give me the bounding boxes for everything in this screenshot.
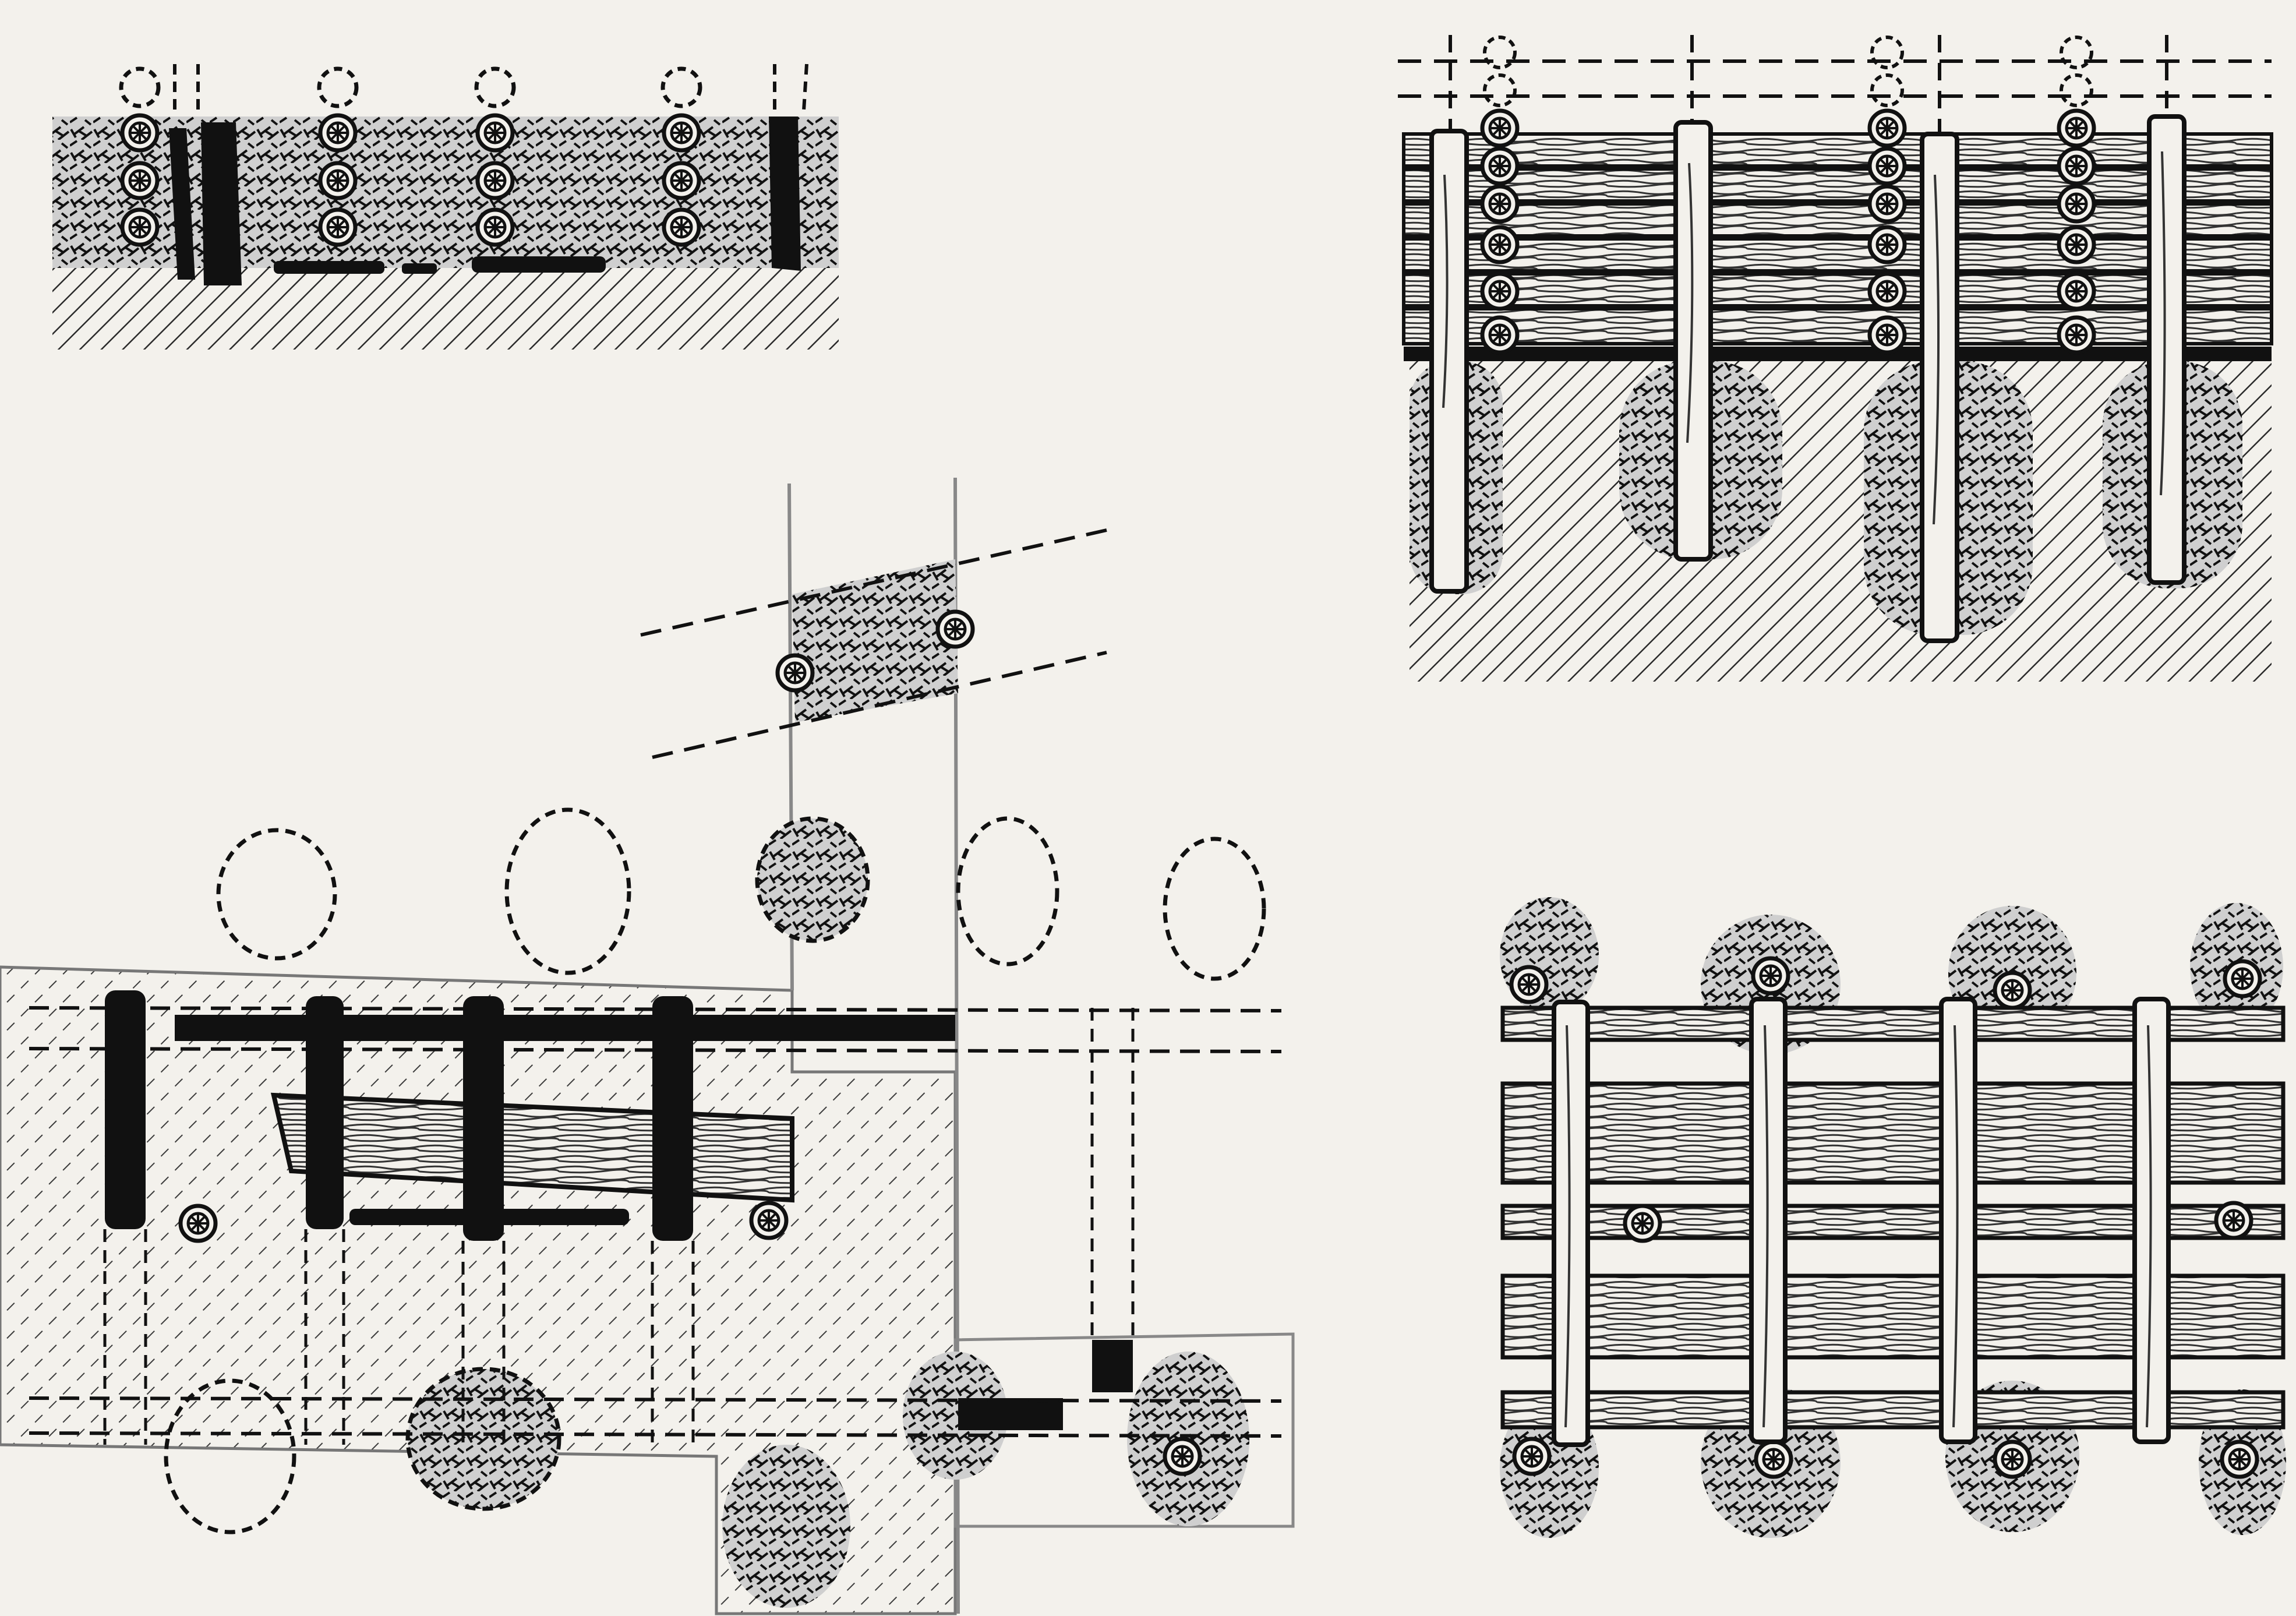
- subsoil-layer: [52, 268, 839, 350]
- log-courses: [1402, 132, 2273, 361]
- dashed-upper: [1398, 36, 2272, 107]
- section-top-left: [52, 63, 839, 350]
- stake-column: [119, 66, 702, 245]
- posts: [1429, 35, 2187, 643]
- elevation-bottom-right: [1500, 897, 2286, 1538]
- diagonal-trench: [640, 528, 1107, 759]
- plan-bottom-left: [0, 477, 1295, 1615]
- elevation-top-right: [1398, 35, 2273, 682]
- posts: [169, 63, 808, 285]
- posts: [1552, 997, 2171, 1447]
- dashed-pits: [164, 807, 1266, 1608]
- posts: [103, 990, 1135, 1445]
